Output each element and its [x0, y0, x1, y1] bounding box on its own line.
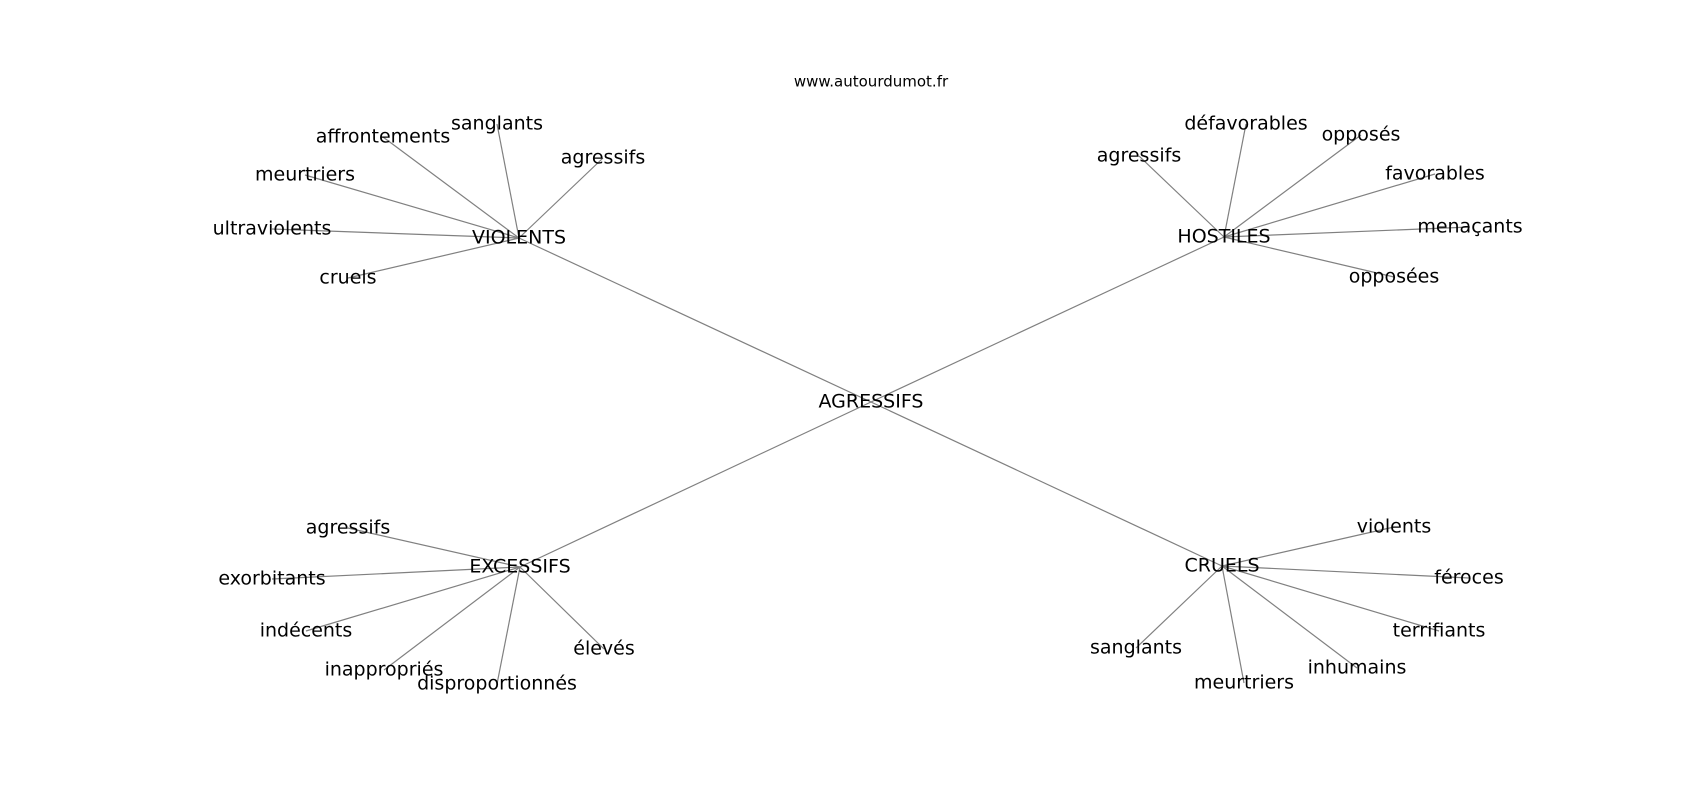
leaf-node-label: violents	[1357, 516, 1432, 538]
edge-excessifs-leaf	[496, 566, 521, 685]
leaf-node-label: féroces	[1434, 567, 1503, 589]
hub-node-label: CRUELS	[1184, 555, 1259, 577]
hub-node-label: VIOLENTS	[472, 227, 566, 249]
edge-root-violents	[518, 237, 872, 403]
edge-hostiles-leaf	[1223, 236, 1395, 278]
edge-excessifs-leaf	[519, 566, 605, 650]
leaf-node-label: sanglants	[451, 113, 543, 135]
edge-root-excessifs	[519, 401, 872, 568]
edge-cruels-leaf	[1221, 565, 1245, 684]
edge-hostiles-leaf	[1223, 123, 1247, 238]
edge-excessifs-leaf	[305, 566, 521, 632]
edge-violents-leaf	[304, 174, 520, 239]
edge-hostiles-leaf	[1223, 226, 1471, 238]
edge-excessifs-leaf	[347, 527, 521, 568]
leaf-node-label: ultraviolents	[213, 218, 332, 240]
edge-cruels-leaf	[1135, 565, 1223, 649]
edge-root-cruels	[870, 401, 1223, 567]
edge-violents-leaf	[382, 136, 520, 239]
edge-violents-leaf	[347, 237, 520, 279]
edge-violents-leaf	[518, 157, 604, 239]
leaf-node-label: cruels	[319, 267, 376, 289]
edge-excessifs-leaf	[271, 566, 521, 580]
root-node-label: AGRESSIFS	[819, 391, 924, 413]
edge-cruels-leaf	[1221, 526, 1395, 567]
leaf-node-label: élevés	[573, 638, 635, 660]
edges-layer	[271, 123, 1471, 685]
leaf-node-label: opposés	[1322, 124, 1401, 146]
leaf-node-label: terrifiants	[1393, 620, 1486, 642]
leaf-node-label: agressifs	[306, 517, 390, 539]
edge-cruels-leaf	[1221, 565, 1358, 669]
leaf-node-label: sanglants	[1090, 637, 1182, 659]
leaf-node-label: agressifs	[1097, 145, 1181, 167]
leaf-node-label: défavorables	[1184, 113, 1307, 135]
leaf-node-label: agressifs	[561, 147, 645, 169]
edge-violents-leaf	[496, 123, 520, 239]
leaf-node-label: disproportionnés	[417, 673, 577, 695]
hub-node-label: HOSTILES	[1177, 226, 1270, 248]
hub-node-label: EXCESSIFS	[469, 556, 570, 578]
leaf-node-label: inhumains	[1308, 657, 1407, 679]
leaf-node-label: inappropriés	[325, 659, 444, 681]
leaf-node-label: favorables	[1385, 163, 1485, 185]
edge-excessifs-leaf	[383, 566, 521, 671]
leaf-node-label: meurtriers	[1194, 672, 1294, 694]
leaf-node-label: menaçants	[1417, 216, 1522, 238]
leaf-node-label: opposées	[1349, 266, 1440, 288]
site-credit: www.autourdumot.fr	[794, 73, 949, 91]
edge-cruels-leaf	[1221, 565, 1440, 632]
leaf-node-label: exorbitants	[218, 568, 325, 590]
edge-violents-leaf	[271, 228, 520, 239]
labels-layer: www.autourdumot.fr AGRESSIFS VIOLENTS agre…	[213, 73, 1523, 695]
edge-hostiles-leaf	[1223, 134, 1362, 238]
edge-hostiles-leaf	[1138, 155, 1225, 238]
edge-cruels-leaf	[1221, 565, 1470, 579]
leaf-node-label: indécents	[260, 620, 353, 642]
leaf-node-label: affrontements	[316, 126, 451, 148]
edge-root-hostiles	[870, 236, 1225, 403]
edge-hostiles-leaf	[1223, 173, 1436, 238]
leaf-node-label: meurtriers	[255, 164, 355, 186]
